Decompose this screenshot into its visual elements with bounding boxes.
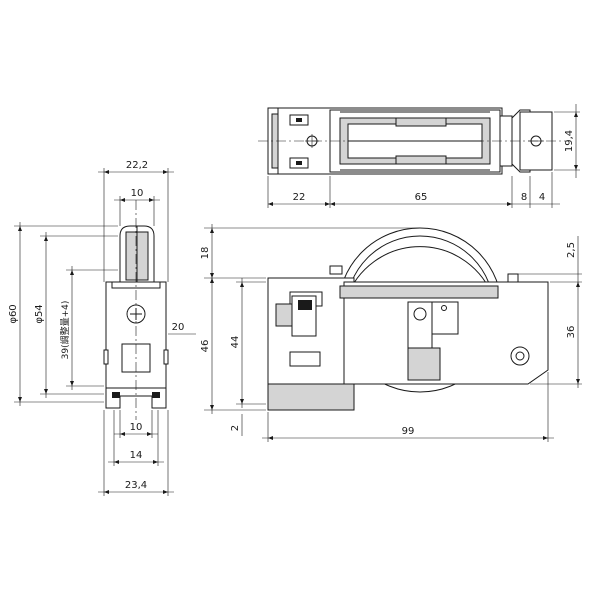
dim-side-outer-dia: φ60 <box>8 304 19 323</box>
dim-side-width-mid-bottom: 14 <box>130 450 143 461</box>
dim-side-width-inner-bottom: 10 <box>130 422 143 433</box>
dim-side-offset: 20 <box>172 322 185 333</box>
top-view <box>258 107 566 175</box>
front-view <box>267 227 549 411</box>
dim-top-len-r1: 8 <box>521 192 527 203</box>
top-view-dimensions: 22 65 8 4 19,4 <box>267 104 580 208</box>
dim-top-len-mid: 65 <box>415 192 428 203</box>
dim-front-right-gap: 2,5 <box>566 242 577 258</box>
dim-front-height-bottom: 2 <box>230 425 241 431</box>
dim-top-height: 19,4 <box>564 130 575 152</box>
dim-front-height-top: 18 <box>200 247 211 260</box>
dimension-arrows <box>18 112 580 494</box>
dim-front-height-total: 46 <box>200 340 211 353</box>
side-view <box>103 200 169 420</box>
dim-front-height-body: 44 <box>230 336 241 349</box>
dim-side-wheel-dia: φ54 <box>34 304 45 323</box>
dim-side-width-inner-top: 10 <box>131 188 144 199</box>
dim-side-width-top: 22,2 <box>126 160 148 171</box>
dim-side-height-adjust: 39(調整量+4) <box>59 301 71 360</box>
dim-top-len-left: 22 <box>293 192 306 203</box>
dim-front-length: 99 <box>402 426 415 437</box>
dim-front-right-height: 36 <box>566 326 577 339</box>
side-view-dimensions: 22,2 10 φ60 φ54 39(調整量+4) 20 10 14 <box>8 160 196 496</box>
dim-side-width-bottom: 23,4 <box>125 480 147 491</box>
dim-top-len-r2: 4 <box>539 192 545 203</box>
front-view-dimensions: 18 46 44 2 99 2,5 36 <box>200 224 582 442</box>
